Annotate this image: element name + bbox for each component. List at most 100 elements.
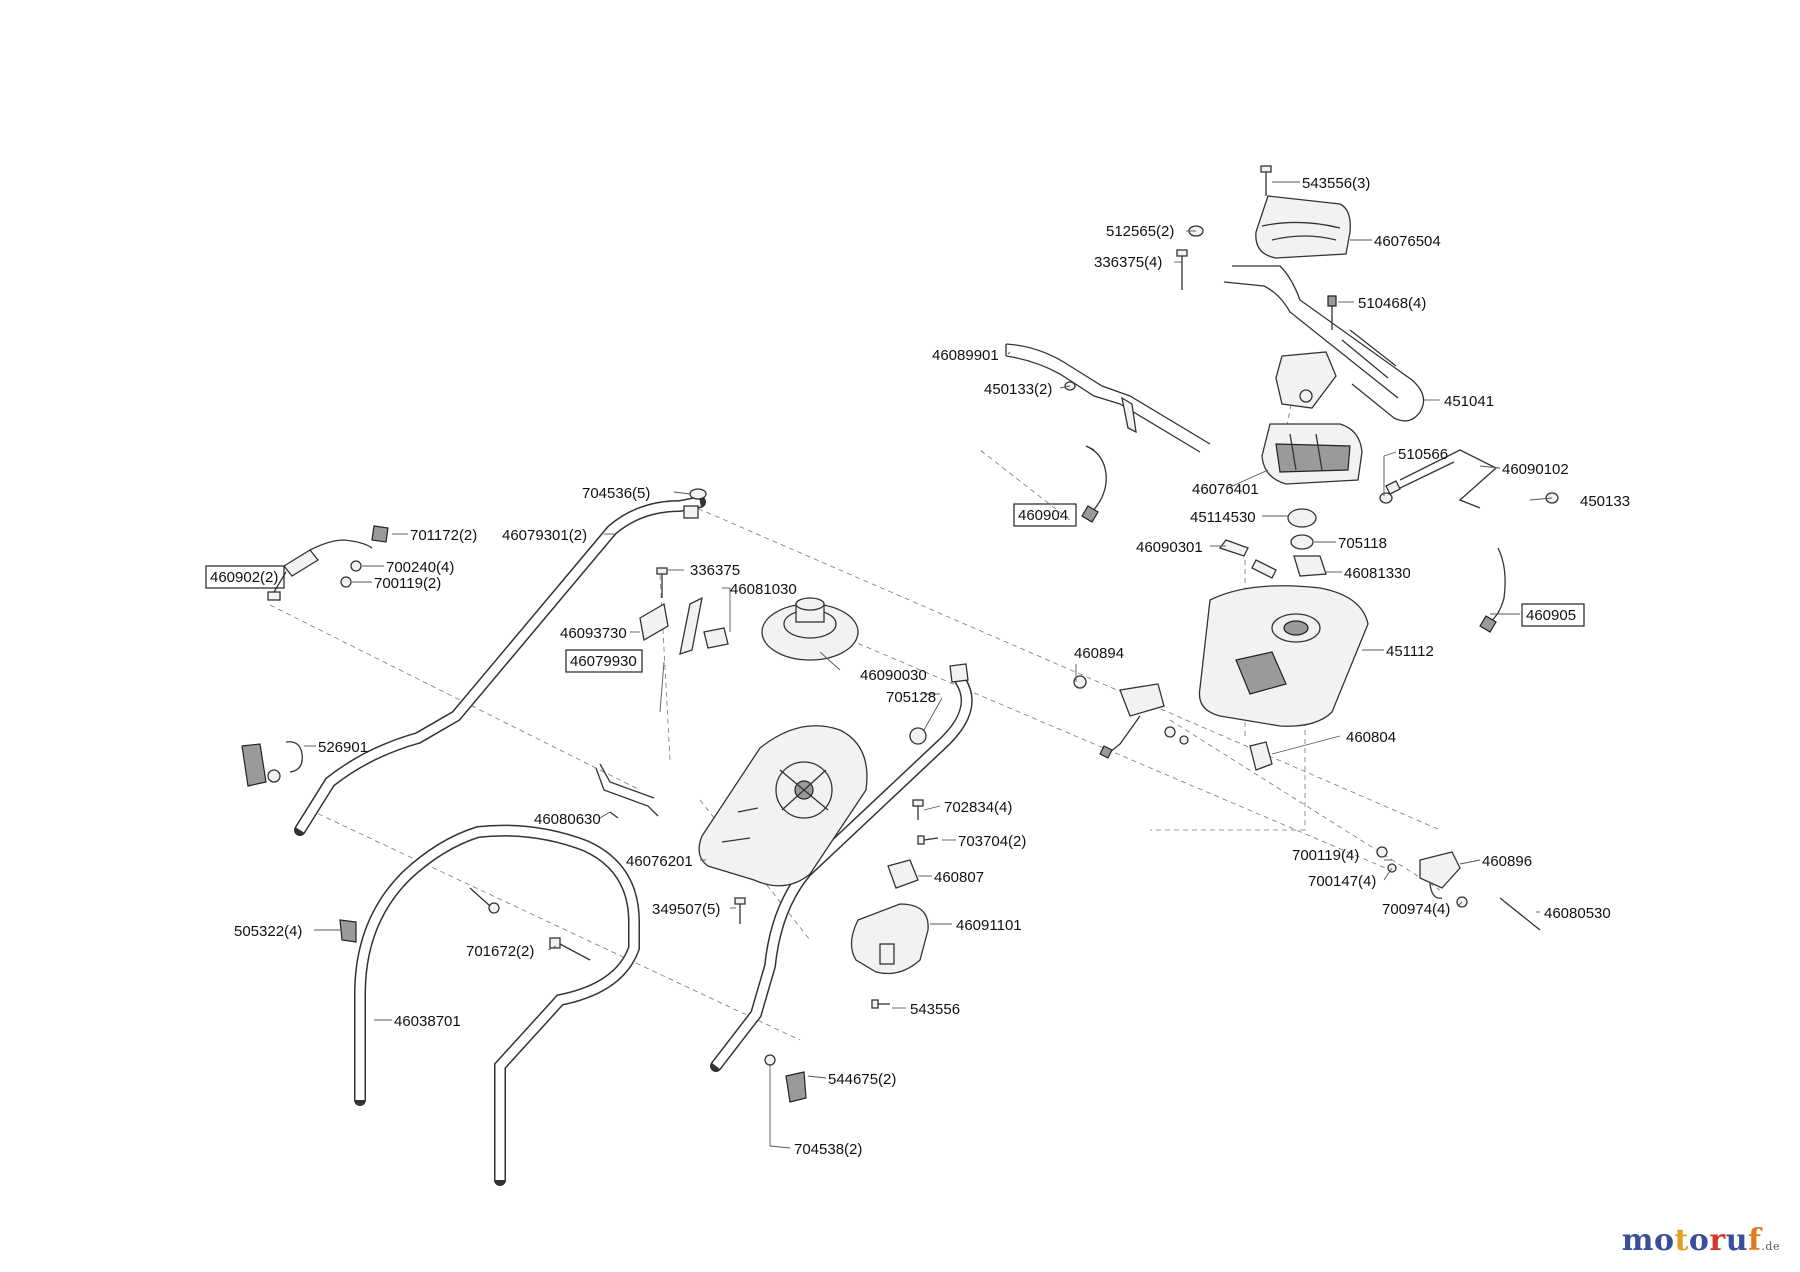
logo-tld: .de (1761, 1240, 1780, 1253)
label-460807: 460807 (934, 869, 984, 886)
clip-460804 (1249, 741, 1273, 771)
bolt-510468 (1327, 295, 1337, 307)
knob-701172 (371, 525, 389, 543)
label-510566: 510566 (1398, 446, 1448, 463)
motoruf-logo: motoruf.de (1622, 1223, 1780, 1258)
logo-letter: o (1654, 1223, 1675, 1258)
label-46090301: 46090301 (1136, 539, 1203, 556)
clip-704536 (683, 505, 699, 519)
control-bar-46089901 (1005, 343, 1211, 453)
label-526901: 526901 (318, 739, 368, 756)
handle-46079301 (294, 496, 706, 836)
clip-second (949, 663, 969, 683)
label-460896: 460896 (1482, 853, 1532, 870)
clip-46079930 (679, 596, 703, 655)
label-705118: 705118 (1338, 535, 1387, 552)
label-46076201: 46076201 (626, 853, 693, 870)
screw-543556 (1260, 165, 1272, 196)
screw-349507 (734, 897, 746, 924)
rod-46080530 (1499, 897, 1541, 931)
label-46076401: 46076401 (1192, 481, 1259, 498)
label-700240-4: 700240(4) (386, 559, 454, 576)
label-46076504: 46076504 (1374, 233, 1441, 250)
box-460904 (1013, 503, 1077, 527)
label-460904: 460904 (1018, 507, 1068, 524)
handle-cover-46076504 (1255, 195, 1351, 259)
label-336375-4: 336375(4) (1094, 254, 1162, 271)
label-451041: 451041 (1444, 393, 1494, 410)
screw-336375 (656, 567, 668, 598)
label-544675-2: 544675(2) (828, 1071, 896, 1088)
label-702834-4: 702834(4) (944, 799, 1012, 816)
knob-526901 (241, 741, 303, 787)
label-701172-2: 701172(2) (410, 527, 477, 544)
logo-letter: r (1709, 1223, 1726, 1258)
cable-460905 (1479, 547, 1506, 633)
label-336375: 336375 (690, 562, 740, 579)
label-543556: 543556 (910, 1001, 960, 1018)
clip-46081030 (703, 627, 729, 649)
cover-46091101 (850, 903, 929, 975)
label-450133: 450133 (1580, 493, 1630, 510)
knob-544675 (785, 1071, 807, 1103)
nut-704536 (689, 488, 707, 500)
label-46081330: 46081330 (1344, 565, 1411, 582)
label-450133-2: 450133(2) (984, 381, 1052, 398)
label-705128: 705128 (886, 689, 936, 706)
label-349507-5: 349507(5) (652, 901, 720, 918)
nut-510566 (1379, 492, 1393, 504)
label-510468-4: 510468(4) (1358, 295, 1426, 312)
pin-46090301 (1218, 539, 1249, 557)
label-46089901: 46089901 (932, 347, 999, 364)
switch-housing-46076401 (1261, 423, 1363, 485)
label-700147-4: 700147(4) (1308, 873, 1376, 890)
label-460894: 460894 (1074, 645, 1124, 662)
ring-45114530 (1287, 508, 1317, 528)
housing-46076201 (698, 725, 868, 887)
throttle-lever-460894 (1099, 683, 1165, 759)
label-46080630: 46080630 (534, 811, 601, 828)
washer-700240 (350, 560, 362, 572)
seal-46081330 (1293, 555, 1327, 577)
label-46081030: 46081030 (730, 581, 797, 598)
label-460804: 460804 (1346, 729, 1396, 746)
screw-702834 (912, 799, 924, 820)
label-46079301-2: 46079301(2) (502, 527, 587, 544)
label-46091101: 46091101 (956, 917, 1022, 934)
nut-700119-4 (1376, 846, 1388, 858)
nut-505322 (339, 919, 357, 943)
clip-46093730 (639, 602, 669, 642)
label-505322-4: 505322(4) (234, 923, 302, 940)
pulley-46090030 (761, 597, 859, 661)
logo-letter: f (1748, 1223, 1762, 1258)
logo-letter: u (1725, 1223, 1749, 1258)
label-703704-2: 703704(2) (958, 833, 1026, 850)
lower-handle-46038701 (354, 824, 640, 1186)
label-451112: 451112 (1386, 643, 1434, 660)
top-handle-451041 (1223, 265, 1425, 422)
pin-2 (1251, 559, 1277, 579)
cable-460904 (1081, 445, 1107, 523)
leader-lines (304, 181, 1553, 1149)
label-46038701: 46038701 (394, 1013, 461, 1030)
logo-letter: o (1688, 1223, 1710, 1258)
label-512565-2: 512565(2) (1106, 223, 1174, 240)
label-700119-4: 700119(4) (1292, 847, 1359, 864)
grommet-705128 (909, 727, 927, 745)
label-704536-5: 704536(5) (582, 485, 650, 502)
bolt-701672 (549, 937, 591, 961)
washer-705118 (1290, 534, 1314, 550)
label-701672-2: 701672(2) (466, 943, 534, 960)
logo-letter: t (1674, 1223, 1689, 1258)
bracket-460896 (1419, 851, 1461, 899)
screw-703704 (917, 835, 939, 845)
label-460905: 460905 (1526, 607, 1576, 624)
handle-bracket (1275, 351, 1337, 409)
label-46093730: 46093730 (560, 625, 627, 642)
box-460902-2 (205, 565, 285, 589)
label-46080530: 46080530 (1544, 905, 1611, 922)
clip-460807 (887, 859, 919, 889)
label-704538-2: 704538(2) (794, 1141, 862, 1158)
